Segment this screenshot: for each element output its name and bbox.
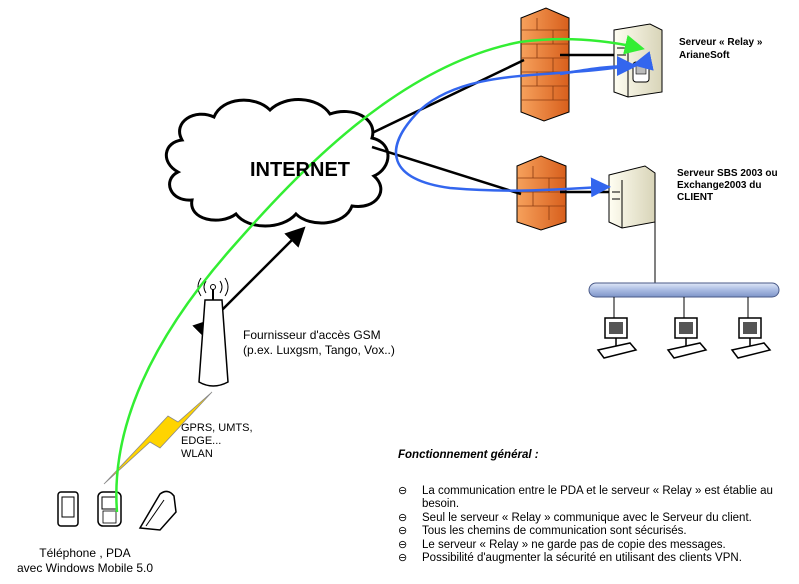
bullet-list: ⊖ La communication entre le PDA et le se…: [396, 485, 796, 584]
bullet-item: ⊖ Le serveur « Relay » ne garde pas de c…: [396, 539, 796, 552]
bullet-text: Le serveur « Relay » ne garde pas de cop…: [422, 538, 726, 551]
wireless-lightning-icon: [103, 391, 213, 485]
gsm-antenna-icon: [197, 277, 229, 387]
wireless-line3: WLAN: [181, 448, 213, 460]
bullet-text: Seul le serveur « Relay » communique ave…: [422, 511, 752, 524]
firewall-relay-icon: [520, 7, 570, 122]
bullet-text-continued: besoin.: [422, 498, 460, 511]
relay-server-label: Serveur « Relay » ArianeSoft: [679, 37, 763, 61]
wireless-label: GPRS, UMTS, EDGE... WLAN: [181, 422, 253, 461]
bullet-icon: ⊖: [398, 525, 408, 538]
client-workstation-icon: [666, 317, 708, 359]
bullet-icon: ⊖: [398, 485, 408, 497]
svg-text:ArianeSoft: ArianeSoft: [679, 50, 730, 61]
devices-line1: Téléphone , PDA: [39, 546, 131, 560]
bullet-text: La communication entre le PDA et le serv…: [422, 485, 773, 497]
bullet-text: Tous les chemins de communication sont s…: [422, 525, 687, 538]
wireless-line2: EDGE...: [181, 435, 222, 447]
client-workstation-icon: [596, 317, 638, 359]
client-server-icon: [608, 165, 656, 229]
bullet-text: Possibilité d'augmenter la sécurité en u…: [422, 552, 742, 565]
devices-label: Téléphone , PDA avec Windows Mobile 5.0: [10, 546, 160, 576]
client-server-label: Serveur SBS 2003 ou Exchange2003 du CLIE…: [677, 168, 799, 204]
devices-line2: avec Windows Mobile 5.0: [16, 561, 154, 575]
bullet-item: ⊖ La communication entre le PDA et le se…: [396, 485, 796, 512]
svg-text:Serveur « Relay »: Serveur « Relay »: [679, 37, 763, 48]
gsm-provider-line1: Fournisseur d'accès GSM: [243, 328, 381, 342]
lan-bus: [588, 222, 780, 318]
internet-cloud: [165, 98, 390, 228]
bullet-item: ⊖ Seul le serveur « Relay » communique a…: [396, 512, 796, 525]
section-title: Fonctionnement général :: [398, 449, 539, 461]
bullet-icon: ⊖: [398, 511, 408, 524]
wireless-line1: GPRS, UMTS,: [181, 422, 253, 434]
gsm-provider-label: Fournisseur d'accès GSM (p.ex. Luxgsm, T…: [243, 328, 395, 358]
cloud-label: INTERNET: [250, 159, 350, 181]
gsm-provider-line2: (p.ex. Luxgsm, Tango, Vox..): [243, 343, 395, 357]
pda-icon: [57, 491, 79, 527]
firewall-client-icon: [516, 155, 567, 231]
green-path: [115, 34, 645, 513]
client-server-line1: Serveur SBS 2003 ou: [677, 168, 778, 179]
bullet-icon: ⊖: [398, 538, 408, 551]
bullet-item: ⊖ Tous les chemins de communication sont…: [396, 525, 796, 538]
client-server-line3: CLIENT: [677, 192, 714, 203]
bullet-item: ⊖ Possibilité d'augmenter la sécurité en…: [396, 552, 796, 565]
client-workstation-icon: [730, 317, 772, 359]
relay-server-icon: [613, 23, 663, 98]
blue-arrow-relay: [559, 56, 637, 77]
client-server-line2: Exchange2003 du: [677, 180, 762, 191]
bullet-icon: ⊖: [398, 552, 408, 565]
flip-phone-icon: [138, 490, 177, 531]
blue-path: [394, 51, 654, 198]
